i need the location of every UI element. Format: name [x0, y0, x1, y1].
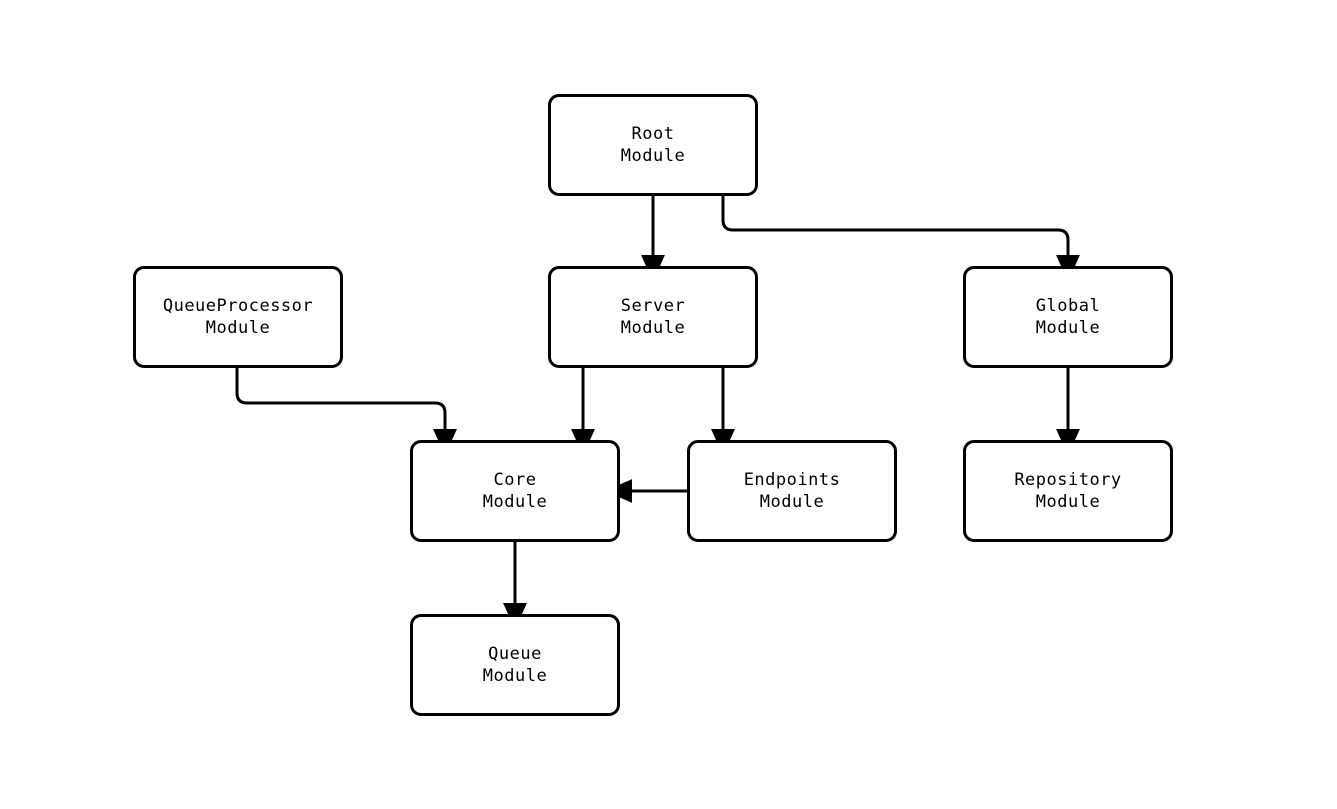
node-root-line1: Root	[631, 124, 675, 144]
node-server-line2: Module	[620, 318, 686, 338]
node-core-line2: Module	[482, 492, 548, 512]
node-repository-line2: Module	[1035, 492, 1101, 512]
node-repository-line1: Repository	[1014, 470, 1122, 490]
node-endpoints[interactable]: Endpoints Module	[687, 440, 897, 542]
node-queue-line2: Module	[482, 666, 548, 686]
node-server-line1: Server	[620, 296, 686, 316]
node-queue-line1: Queue	[488, 644, 542, 664]
node-queueprocessor[interactable]: QueueProcessor Module	[133, 266, 343, 368]
node-global-line2: Module	[1035, 318, 1101, 338]
node-root[interactable]: Root Module	[548, 94, 758, 196]
node-core[interactable]: Core Module	[410, 440, 620, 542]
node-endpoints-line1: Endpoints	[743, 470, 841, 490]
node-repository[interactable]: Repository Module	[963, 440, 1173, 542]
node-global-line1: Global	[1035, 296, 1101, 316]
node-server[interactable]: Server Module	[548, 266, 758, 368]
node-queueprocessor-line1: QueueProcessor	[162, 296, 314, 316]
edge-root-to-global	[721, 196, 1080, 282]
node-queueprocessor-line2: Module	[205, 318, 271, 338]
node-endpoints-line2: Module	[759, 492, 825, 512]
node-core-line1: Core	[493, 470, 537, 490]
node-queue[interactable]: Queue Module	[410, 614, 620, 716]
node-root-line2: Module	[620, 146, 686, 166]
node-global[interactable]: Global Module	[963, 266, 1173, 368]
edge-queueprocessor-to-core	[235, 368, 457, 456]
